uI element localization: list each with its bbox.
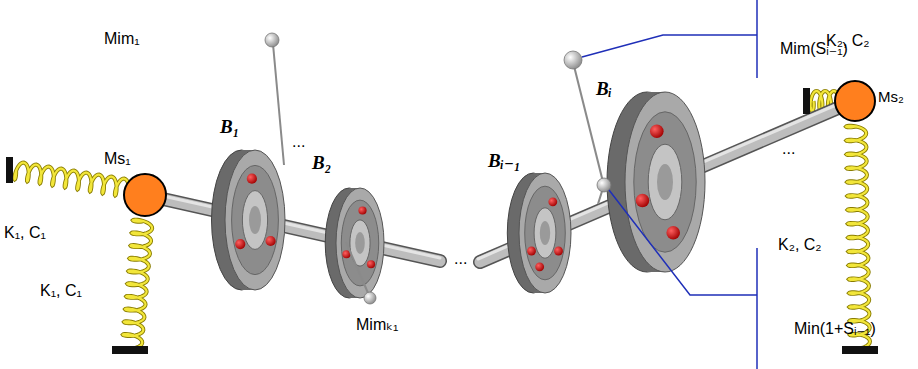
bearing-disk xyxy=(212,150,286,290)
imbalance-masses xyxy=(265,33,611,304)
mass-label: Ms₁ xyxy=(104,150,131,168)
spring-label: K₁, C₁ xyxy=(40,282,82,300)
rolling-ball xyxy=(548,197,557,206)
bearing-disk xyxy=(325,188,384,298)
rolling-ball xyxy=(358,206,366,214)
ellipsis: ... xyxy=(782,140,795,158)
spring-label: K₂, C₂ xyxy=(826,32,870,50)
springs xyxy=(14,91,870,348)
rolling-ball xyxy=(650,124,664,138)
spring-coil xyxy=(846,126,870,349)
rolling-ball xyxy=(554,247,563,256)
mass-label: Min(1+Sᵢ₋₁) xyxy=(794,320,876,338)
bearing-label: Bᵢ₋₁ xyxy=(488,150,521,172)
mass-label: Mim₁ xyxy=(104,30,140,48)
ellipsis: ... xyxy=(292,133,305,151)
rolling-ball xyxy=(235,239,245,249)
spring-label: K₁, C₁ xyxy=(4,224,46,242)
spring-coil xyxy=(14,163,129,196)
spring-label: K₂, C₂ xyxy=(778,236,822,254)
bearing-disk xyxy=(507,173,571,293)
spring-coil xyxy=(14,163,129,196)
supports xyxy=(6,81,878,354)
spring-coil xyxy=(123,220,152,349)
ellipsis: ... xyxy=(452,250,469,268)
mass-label: Ms₂ xyxy=(878,88,904,105)
bearing-disk xyxy=(607,92,705,272)
spring-coil xyxy=(846,126,870,349)
rolling-ball xyxy=(636,194,650,208)
rolling-ball xyxy=(367,260,375,268)
rolling-ball xyxy=(666,226,680,240)
bearing-disks xyxy=(212,92,706,298)
bearing-label: B₁ xyxy=(220,116,239,138)
shaft xyxy=(145,102,845,262)
blue-brackets xyxy=(582,0,757,369)
mass-label: Mimₖ₁ xyxy=(356,316,398,334)
bearing-label: Bᵢ xyxy=(596,78,612,100)
rolling-ball xyxy=(535,262,544,271)
rolling-ball xyxy=(265,236,275,246)
rolling-ball xyxy=(527,247,536,256)
bearing-label: B₂ xyxy=(312,152,331,174)
spring-coil xyxy=(123,220,152,349)
rolling-ball xyxy=(247,174,257,184)
